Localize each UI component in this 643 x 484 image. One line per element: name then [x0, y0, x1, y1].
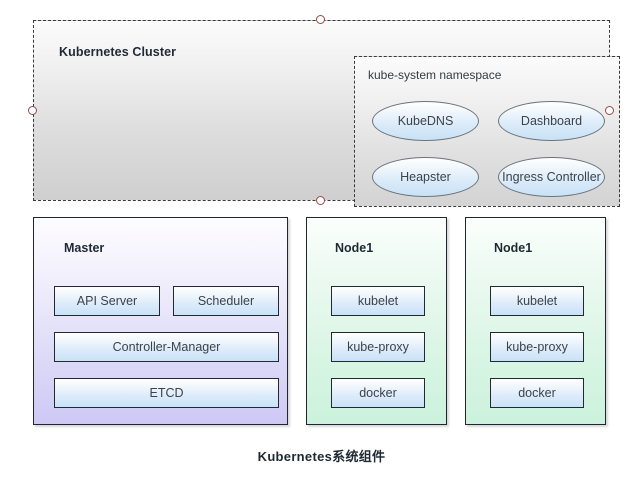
- pod-kubedns-label: KubeDNS: [397, 114, 454, 128]
- node1-panel[interactable]: Node1 kubelet kube-proxy docker: [306, 217, 447, 425]
- pod-dashboard[interactable]: Dashboard: [498, 101, 605, 141]
- node2-component-kubelet-label: kubelet: [516, 294, 558, 308]
- cluster-title: Kubernetes Cluster: [59, 45, 177, 59]
- node1-component-kubelet-label: kubelet: [357, 294, 399, 308]
- component-controller-manager-label: Controller-Manager: [112, 340, 221, 354]
- node2-panel-title: Node1: [494, 241, 533, 255]
- node1-component-docker-label: docker: [359, 386, 397, 400]
- component-etcd[interactable]: ETCD: [54, 378, 279, 408]
- kubernetes-cluster-box[interactable]: Kubernetes Cluster kube-system namespace…: [33, 20, 620, 207]
- selection-handle-left-icon[interactable]: [28, 106, 37, 115]
- node2-component-kube-proxy[interactable]: kube-proxy: [490, 332, 584, 362]
- node1-component-kube-proxy[interactable]: kube-proxy: [331, 332, 425, 362]
- node1-component-docker[interactable]: docker: [331, 378, 425, 408]
- component-scheduler-label: Scheduler: [197, 294, 255, 308]
- node2-component-docker[interactable]: docker: [490, 378, 584, 408]
- namespace-title: kube-system namespace: [368, 68, 502, 82]
- node1-component-kube-proxy-label: kube-proxy: [347, 340, 409, 354]
- node1-component-kubelet[interactable]: kubelet: [331, 286, 425, 316]
- pod-heapster[interactable]: Heapster: [372, 157, 479, 197]
- pod-ingress-controller[interactable]: Ingress Controller: [498, 157, 605, 197]
- component-api-server[interactable]: API Server: [54, 286, 160, 316]
- master-panel-title: Master: [64, 241, 105, 255]
- component-etcd-label: ETCD: [149, 386, 184, 400]
- pod-kubedns[interactable]: KubeDNS: [372, 101, 479, 141]
- master-panel[interactable]: Master API Server Scheduler Controller-M…: [33, 217, 288, 425]
- kube-system-namespace-box[interactable]: kube-system namespace KubeDNS Dashboard …: [354, 56, 620, 207]
- node2-panel[interactable]: Node1 kubelet kube-proxy docker: [465, 217, 606, 425]
- node2-component-docker-label: docker: [518, 386, 556, 400]
- node2-component-kubelet[interactable]: kubelet: [490, 286, 584, 316]
- diagram-caption: Kubernetes系统组件: [257, 449, 386, 464]
- node2-component-kube-proxy-label: kube-proxy: [506, 340, 568, 354]
- selection-handle-top-icon[interactable]: [316, 15, 325, 24]
- component-scheduler[interactable]: Scheduler: [173, 286, 279, 316]
- component-controller-manager[interactable]: Controller-Manager: [54, 332, 279, 362]
- selection-handle-bottom-icon[interactable]: [316, 196, 325, 205]
- pod-ingress-controller-label: Ingress Controller: [502, 170, 601, 184]
- pod-heapster-label: Heapster: [400, 170, 451, 184]
- component-api-server-label: API Server: [76, 294, 138, 308]
- selection-handle-right-icon[interactable]: [605, 106, 614, 115]
- node1-panel-title: Node1: [335, 241, 374, 255]
- pod-dashboard-label: Dashboard: [520, 114, 583, 128]
